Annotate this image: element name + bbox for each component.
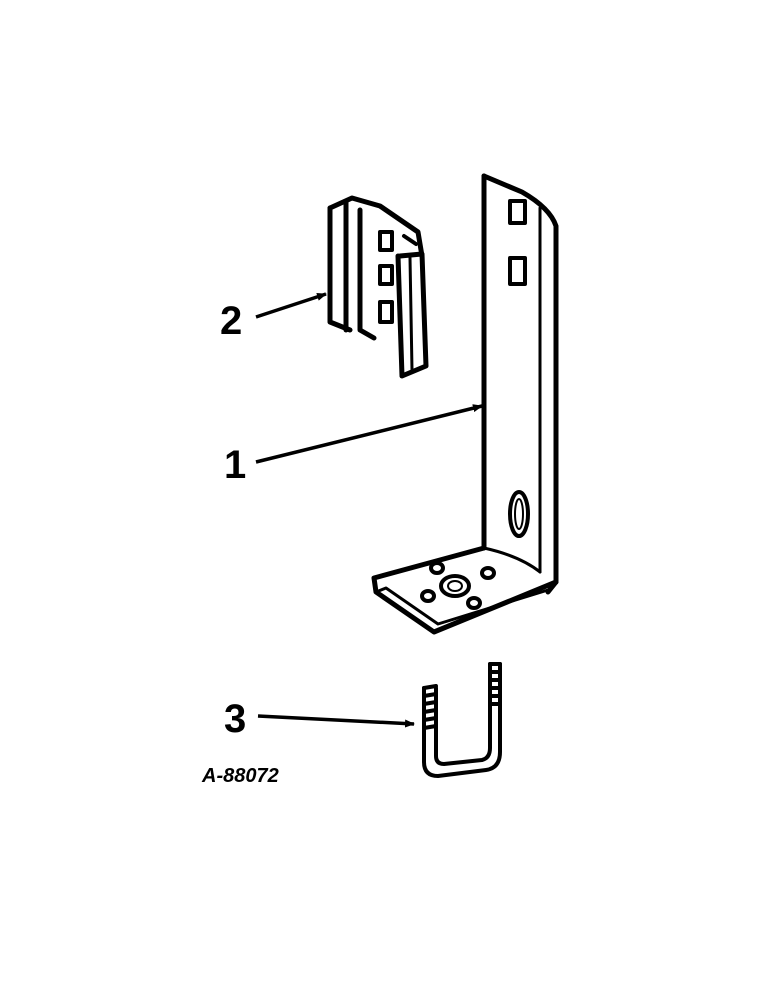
u-bolt xyxy=(422,662,502,778)
callout-1: 1 xyxy=(224,443,246,487)
callout-3: 3 xyxy=(224,697,246,741)
callout-2: 2 xyxy=(220,299,242,343)
figure-ref: A-88072 xyxy=(201,765,279,787)
callout-arrow-2 xyxy=(255,292,327,319)
callout-arrow-3 xyxy=(257,714,415,728)
callout-arrow-1 xyxy=(255,404,483,464)
mounting-bracket xyxy=(371,173,559,635)
clip xyxy=(327,195,429,379)
